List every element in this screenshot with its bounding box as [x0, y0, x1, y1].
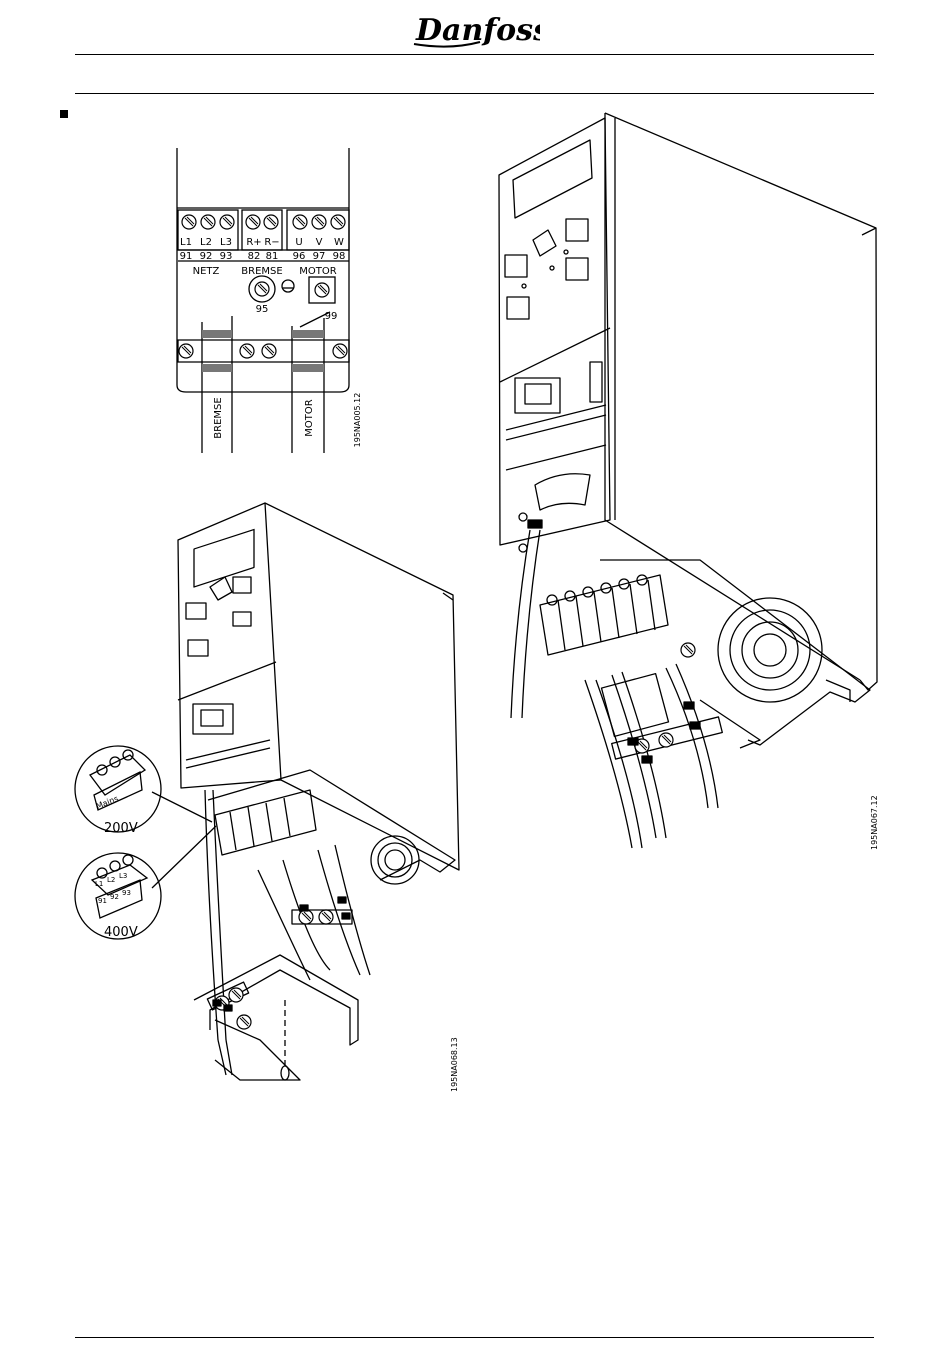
drive-large-drawing: [499, 113, 877, 848]
svg-text:L3: L3: [119, 872, 127, 880]
earth-left-label: 95: [256, 304, 269, 315]
code-195na005: 195NA005.12: [353, 393, 362, 448]
svg-text:82: 82: [248, 251, 261, 262]
svg-text:92: 92: [200, 251, 213, 262]
svg-text:L1: L1: [95, 880, 103, 888]
svg-text:91: 91: [98, 897, 107, 905]
group-bremse: BREMSE: [241, 266, 282, 277]
svg-text:98: 98: [333, 251, 346, 262]
svg-text:L2: L2: [200, 237, 212, 248]
svg-text:U: U: [295, 237, 302, 248]
terminal-diagram: [177, 148, 349, 453]
svg-text:L3: L3: [220, 237, 232, 248]
svg-text:R+: R+: [246, 237, 261, 248]
inset-200v-label: 200V: [104, 821, 138, 836]
svg-text:81: 81: [266, 251, 279, 262]
svg-text:L2: L2: [107, 876, 115, 884]
svg-text:93: 93: [220, 251, 233, 262]
svg-text:91: 91: [180, 251, 193, 262]
code-195na067: 195NA067.12: [870, 795, 879, 850]
cable-bremse-label: BREMSE: [213, 397, 224, 438]
group-netz: NETZ: [193, 266, 220, 277]
svg-text:R−: R−: [264, 237, 279, 248]
earth-right-label: 99: [325, 311, 338, 322]
inset-200v-plug-label: Mains: [95, 794, 120, 811]
svg-text:97: 97: [313, 251, 326, 262]
drive-small-drawing: [152, 503, 459, 1080]
terminal-labels: L1 L2 L3 R+ R− U V W 91 92 93 82 81 96 9…: [180, 237, 362, 447]
group-motor: MOTOR: [299, 266, 336, 277]
svg-text:W: W: [334, 237, 344, 248]
code-195na068: 195NA068.13: [450, 1037, 459, 1092]
inset-400v-label: 400V: [104, 925, 138, 940]
svg-text:96: 96: [293, 251, 306, 262]
svg-text:92: 92: [110, 893, 119, 901]
inset-200v: [75, 746, 161, 832]
svg-text:V: V: [316, 237, 323, 248]
svg-text:L1: L1: [180, 237, 192, 248]
cable-motor-label: MOTOR: [304, 399, 315, 436]
svg-text:93: 93: [122, 889, 131, 897]
